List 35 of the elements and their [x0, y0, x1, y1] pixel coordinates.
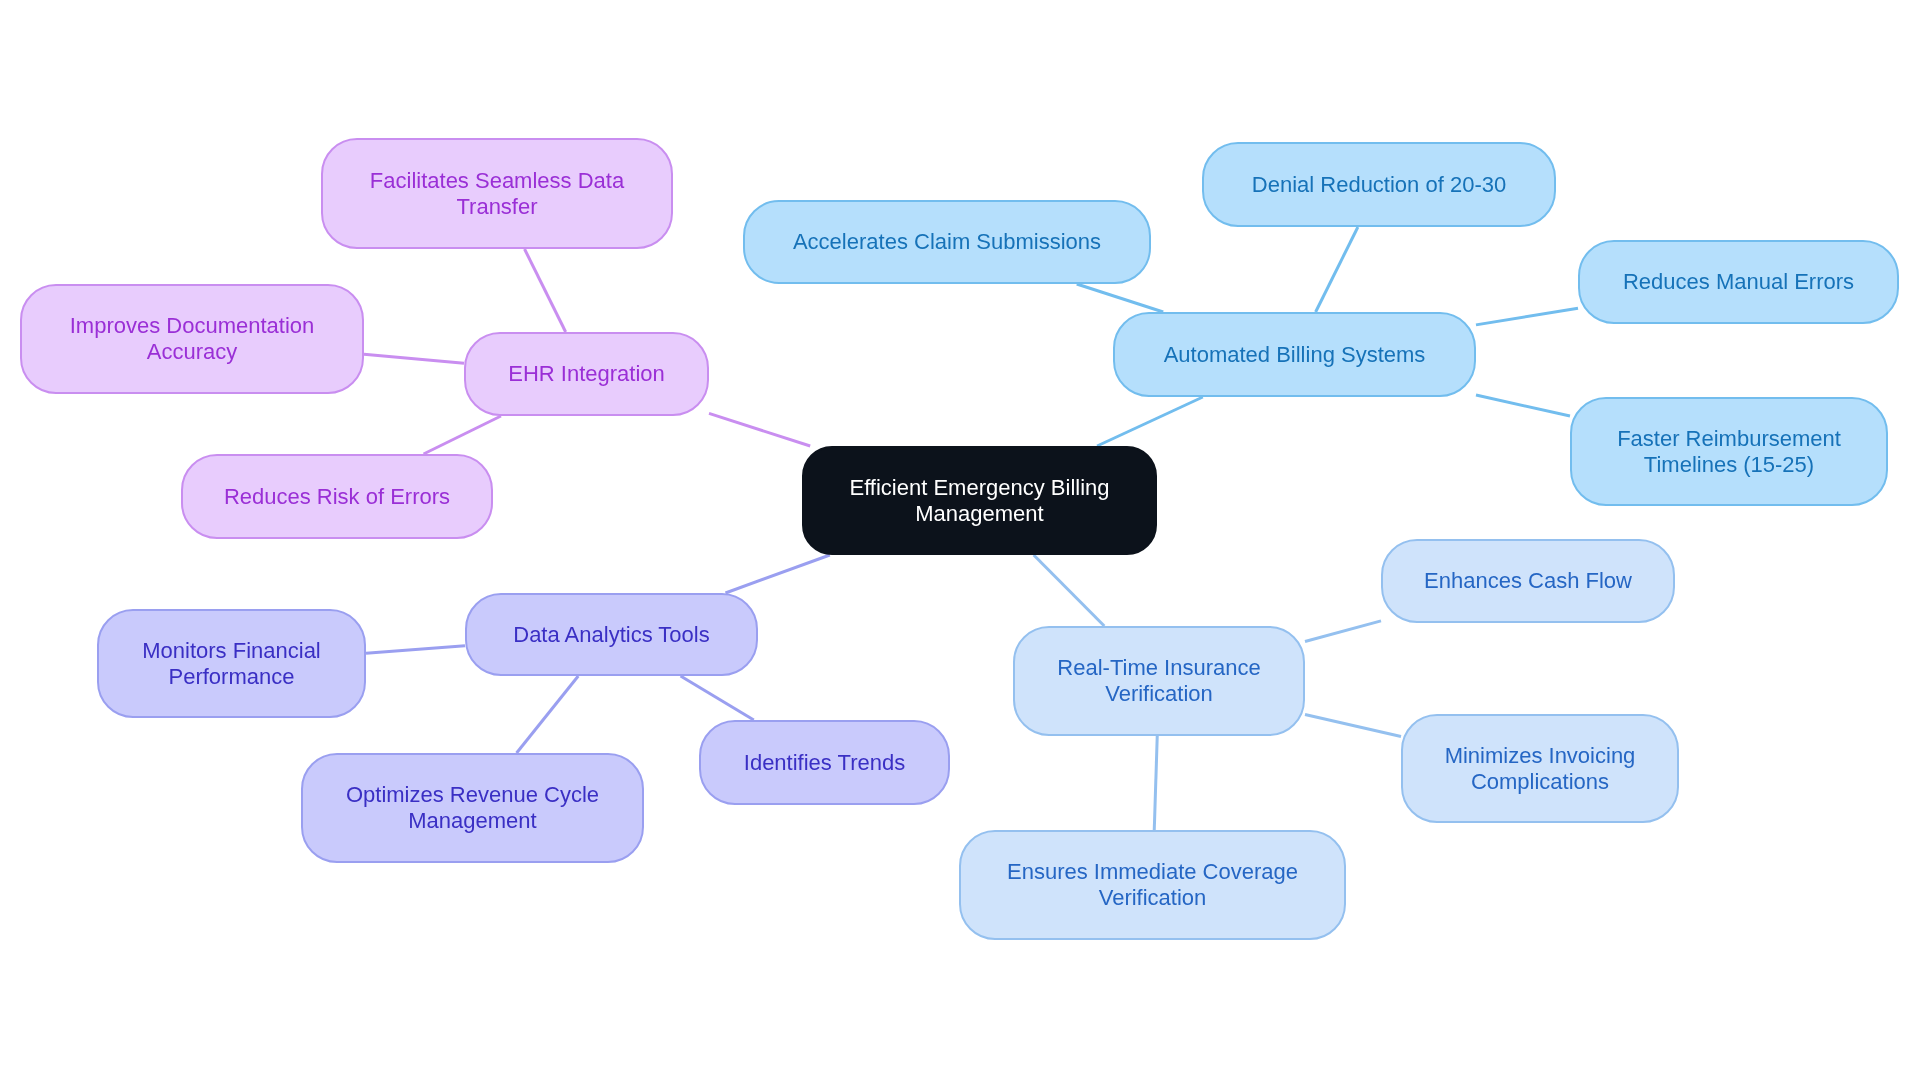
connector-line — [515, 675, 580, 754]
connector-line — [724, 553, 831, 595]
topic-node: Enhances Cash Flow — [1381, 539, 1675, 623]
topic-node: Data Analytics Tools — [465, 593, 758, 676]
topic-node: Denial Reduction of 20-30 — [1202, 142, 1556, 227]
topic-node: Improves Documentation Accuracy — [20, 284, 364, 394]
topic-node: Accelerates Claim Submissions — [743, 200, 1151, 284]
topic-node: Faster Reimbursement Timelines (15-25) — [1570, 397, 1888, 506]
topic-node: Automated Billing Systems — [1113, 312, 1476, 397]
connector-line — [365, 644, 466, 655]
connector-line — [1096, 395, 1204, 448]
connector-line — [1304, 713, 1402, 739]
connector-line — [363, 352, 465, 365]
connector-line — [1032, 553, 1106, 628]
connector-line — [422, 414, 502, 456]
topic-node: Reduces Risk of Errors — [181, 454, 493, 539]
connector-line — [1475, 306, 1579, 327]
central-topic: Efficient Emergency Billing Management — [802, 446, 1157, 555]
connector-line — [1314, 226, 1360, 313]
topic-node: Reduces Manual Errors — [1578, 240, 1899, 324]
connector-line — [1152, 735, 1159, 831]
topic-node: Ensures Immediate Coverage Verification — [959, 830, 1346, 940]
connector-line — [523, 248, 567, 333]
connector-line — [1475, 393, 1571, 418]
connector-line — [679, 674, 755, 722]
connector-line — [708, 412, 811, 448]
topic-node: Monitors Financial Performance — [97, 609, 366, 718]
topic-node: Identifies Trends — [699, 720, 950, 805]
connector-line — [1076, 282, 1164, 314]
topic-node: EHR Integration — [464, 332, 709, 416]
connector-line — [1304, 619, 1382, 643]
topic-node: Optimizes Revenue Cycle Management — [301, 753, 644, 863]
topic-node: Real-Time Insurance Verification — [1013, 626, 1305, 736]
topic-node: Minimizes Invoicing Complications — [1401, 714, 1679, 823]
topic-node: Facilitates Seamless Data Transfer — [321, 138, 673, 249]
